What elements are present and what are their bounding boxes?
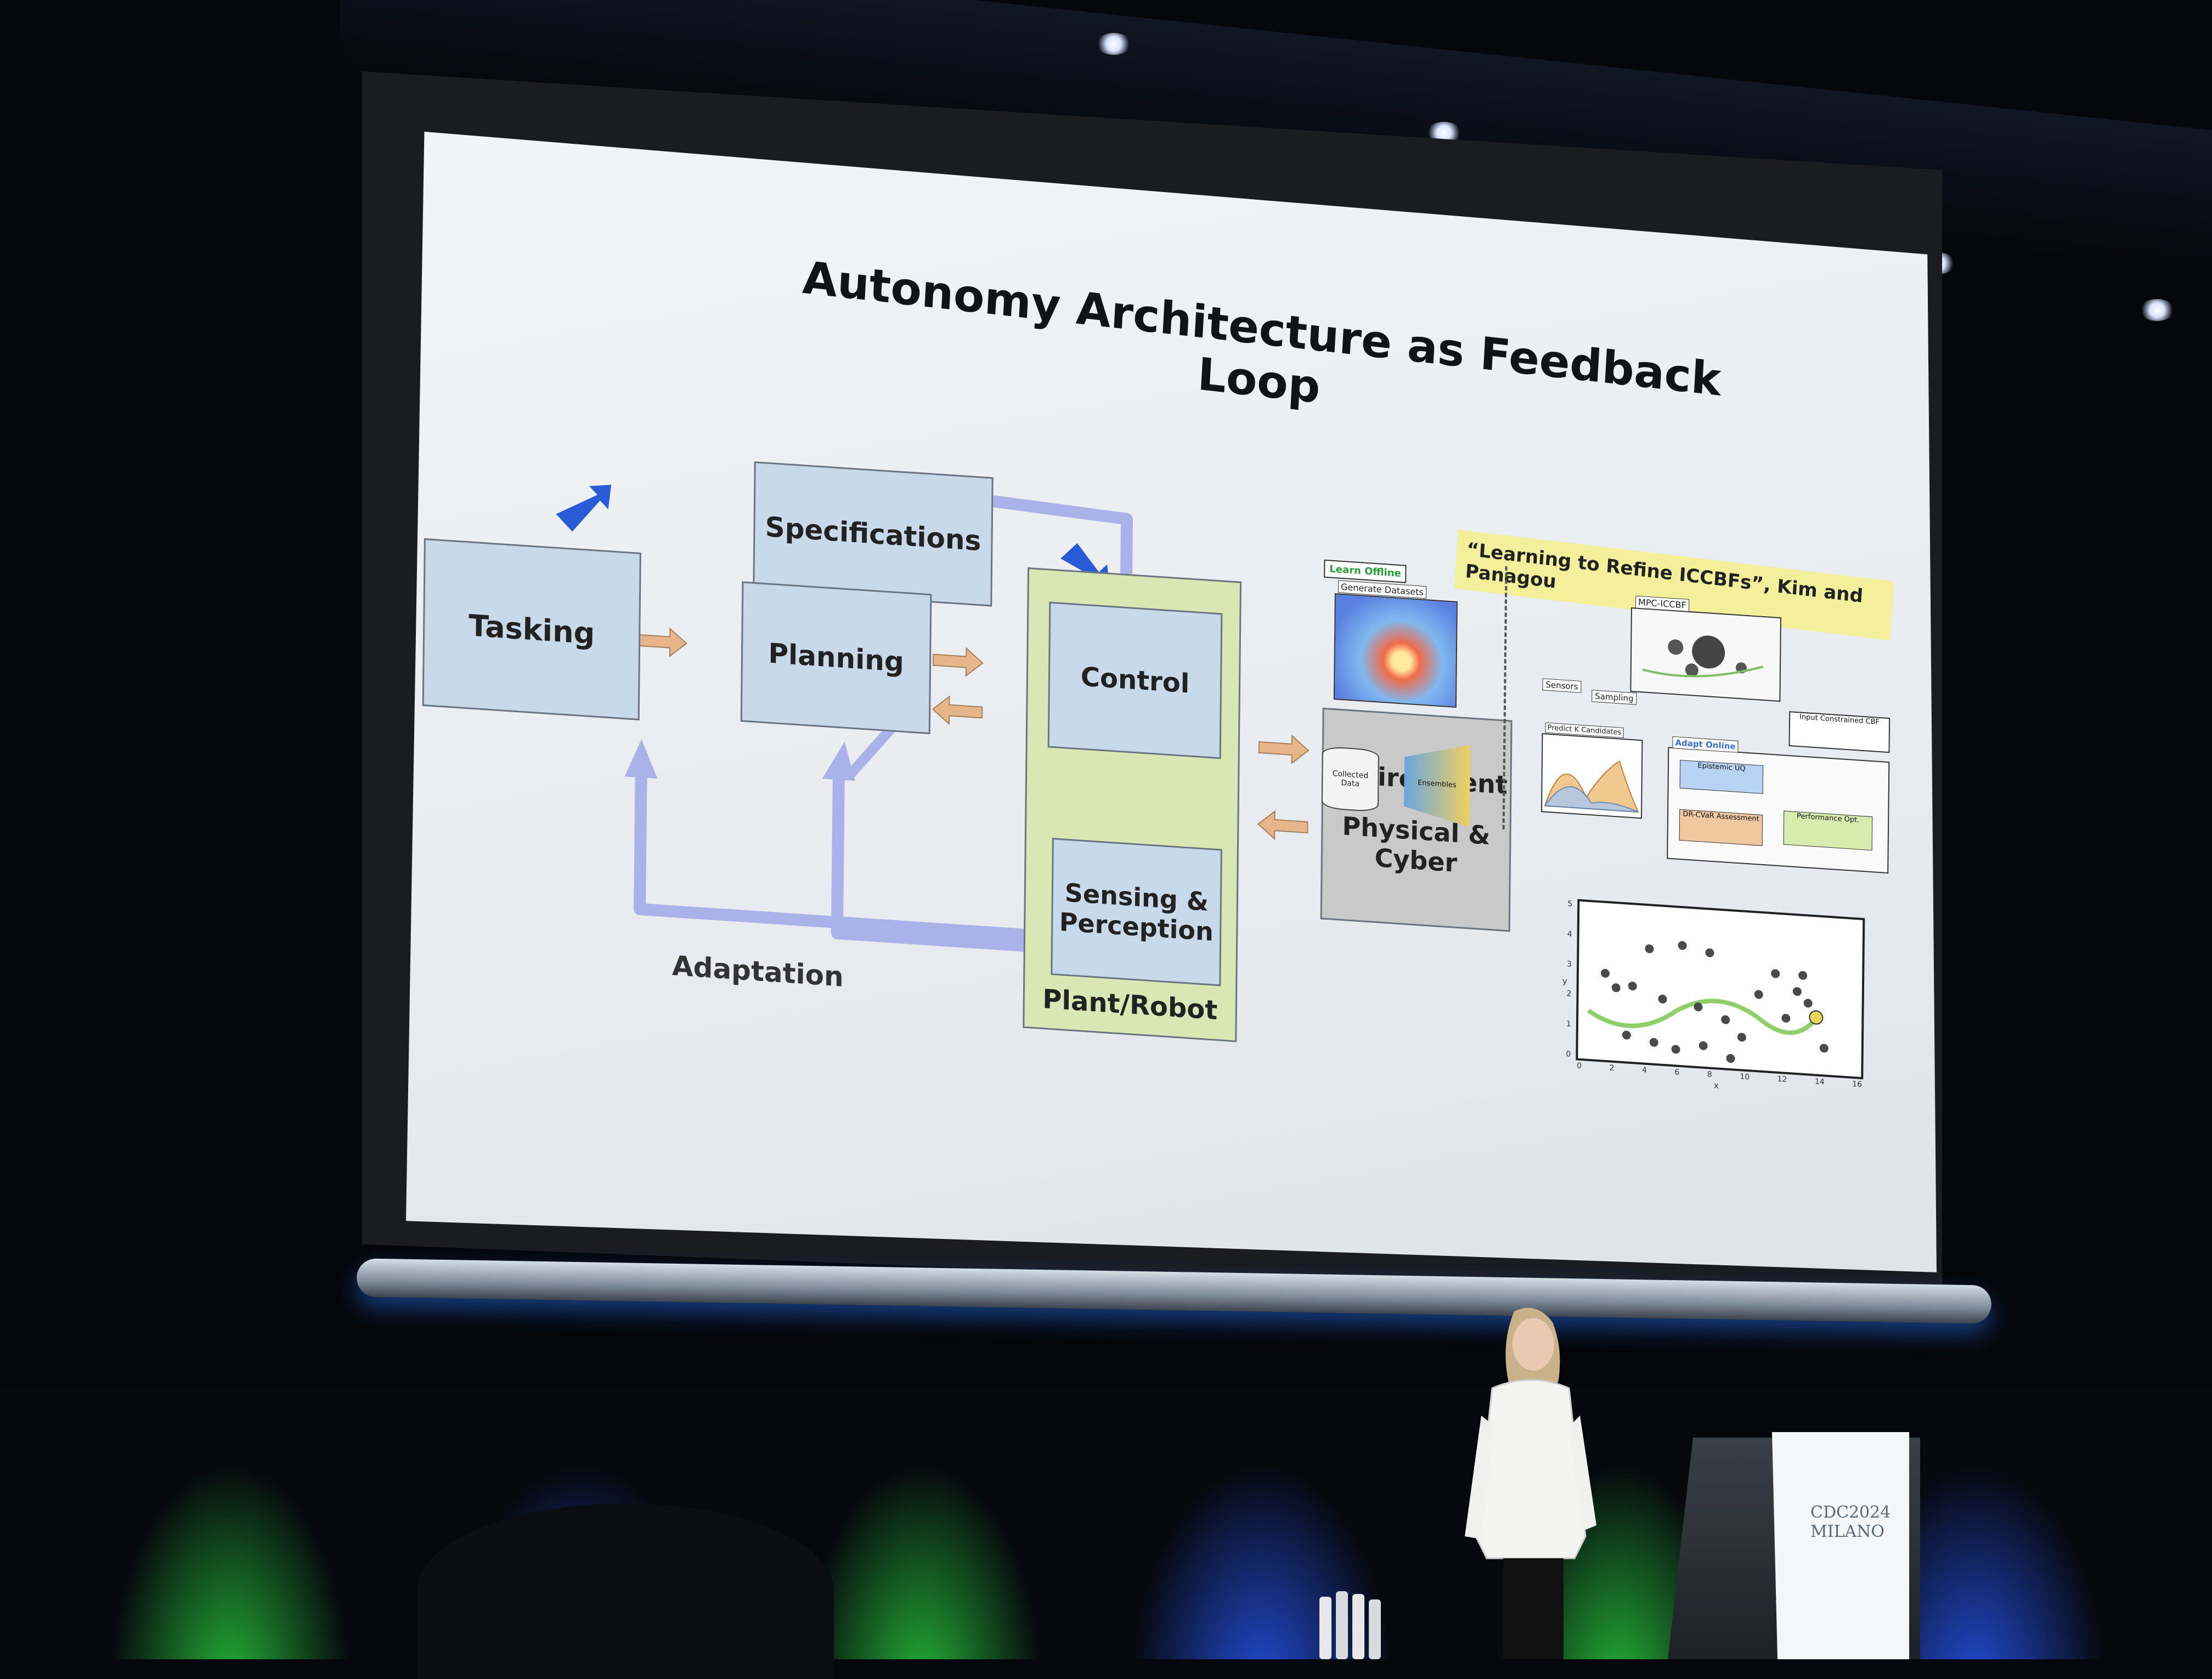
control-box: Control [1047,601,1223,759]
y-tick-labels: 5 4 3 2 1 0 [1566,899,1576,1059]
environment-to-plant-arrow [1257,810,1308,841]
speaker [1448,1306,1613,1659]
x-tick: 12 [1777,1074,1787,1084]
iccbf-diagram: Learn Offline Generate Datasets Collecte… [1321,554,1891,899]
learn-offline-label: Learn Offline [1324,559,1407,583]
performance-opt-box: Performance Opt. [1783,810,1873,851]
mpc-obstacle-plot [1642,635,1764,678]
x-tick: 4 [1641,1066,1647,1075]
y-tick: 3 [1567,959,1572,969]
podium-sign [1772,1432,1909,1659]
dr-cvar-box: DR-CVaR Assessment [1679,809,1763,846]
input-constrained-cbf-box: Input Constrained CBF [1788,711,1891,753]
mpc-iccbf-box: MPC-ICCBF [1630,595,1781,702]
y-tick: 5 [1567,899,1573,909]
tasking-box: Tasking [422,538,641,720]
control-to-planning-arrow [932,695,983,725]
podium-logo: CDC2024 MILANO [1810,1503,1891,1541]
tasking-label: Tasking [468,607,595,651]
x-tick: 14 [1814,1077,1825,1087]
planning-label: Planning [768,637,904,678]
control-label: Control [1080,661,1190,700]
x-axis-label: x [1713,1080,1719,1091]
sensing-perception-box: Sensing & Perception [1051,837,1222,987]
trajectory-plot-svg [1576,899,1865,1080]
stage-light [1096,33,1131,55]
stage-light [2140,299,2175,321]
y-tick: 1 [1566,1019,1571,1029]
x-tick: 6 [1674,1068,1680,1077]
x-tick: 2 [1609,1063,1615,1073]
collected-data-cylinder: Collected Data [1321,746,1379,813]
podium-logo-line1: CDC2024 [1810,1503,1891,1522]
y-tick: 2 [1566,989,1572,999]
generated-dataset-heatmap: Generate Datasets [1333,580,1458,708]
sensors-label: Sensors [1542,678,1582,693]
divider-dashed [1502,566,1510,830]
y-tick: 0 [1566,1050,1571,1059]
adaptation-arrow-planning [831,774,1046,954]
ensemble-networks: Ensembles [1404,741,1471,827]
distribution-curves [1544,760,1639,813]
tasking-to-planning-arrow [636,627,687,657]
adaptation-arrow-tasking [634,771,1041,942]
x-tick: 16 [1852,1079,1863,1089]
x-tick: 8 [1707,1070,1712,1079]
predict-candidates-plot: Predict K Candidates [1541,722,1643,819]
speaker-figure [1465,1308,1596,1659]
ensembles-label: Ensembles [1418,778,1457,790]
x-tick: 10 [1740,1072,1750,1082]
planning-to-control-arrow [933,647,984,677]
adapt-online-box: Adapt Online Epistemic UQ DR-CVaR Assess… [1667,736,1890,874]
planning-box: Planning [740,581,932,735]
adapt-online-label: Adapt Online [1672,736,1739,753]
water-bottles [1317,1580,1383,1659]
slide: Autonomy Architecture as Feedback Loop [405,165,1898,1360]
plant-robot-label: Plant/Robot [1042,983,1218,1026]
y-axis-label: y [1562,976,1567,987]
spec-to-tasking-arrow [556,484,612,532]
sensing-perception-label: Sensing & Perception [1059,877,1214,947]
x-tick: 0 [1577,1061,1582,1071]
sampling-label: Sampling [1592,690,1637,705]
podium-logo-line2: MILANO [1810,1522,1884,1541]
generate-datasets-label: Generate Datasets [1338,580,1426,599]
epistemic-uq-box: Epistemic UQ [1679,759,1764,794]
audience-head-silhouette [417,1503,834,1679]
bottles-svg [1319,1591,1381,1659]
y-tick: 4 [1567,929,1572,939]
plant-to-environment-arrow [1258,734,1310,764]
collected-data-label: Collected Data [1332,769,1369,789]
trajectory-plot: 5 4 3 2 1 0 0 2 4 6 8 10 12 14 16 x y [1562,894,1875,1101]
specifications-label: Specifications [765,511,981,557]
